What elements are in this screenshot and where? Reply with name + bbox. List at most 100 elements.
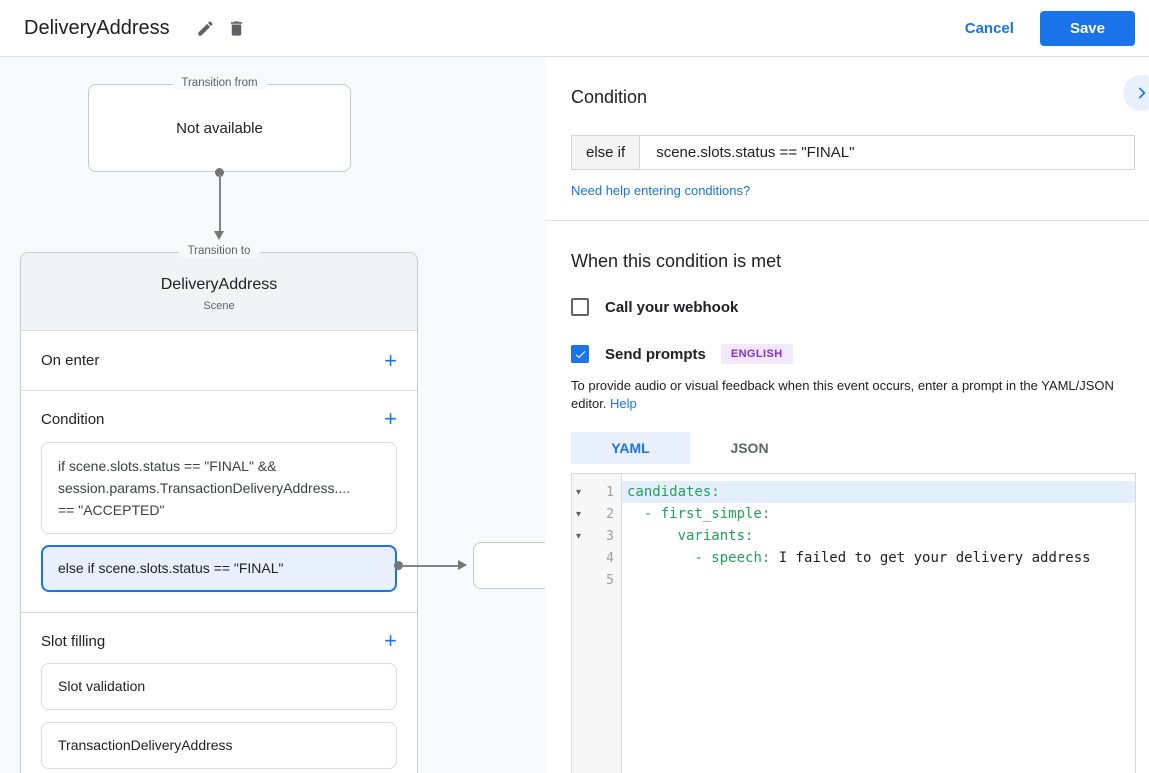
code-text[interactable]: candidates: [622, 481, 1135, 503]
send-prompts-checkbox-row[interactable]: Send prompts ENGLISH [571, 344, 1136, 364]
page-title: DeliveryAddress [24, 16, 170, 39]
tab-yaml[interactable]: YAML [571, 432, 690, 464]
gutter-cell: 4 [572, 547, 622, 569]
on-enter-section: On enter + [21, 331, 417, 391]
connector-line [219, 174, 221, 233]
condition-input[interactable] [640, 136, 1134, 169]
help-link[interactable]: Help [610, 395, 637, 411]
code-token: I failed to get your delivery address [770, 550, 1091, 566]
condition-section: Condition + if scene.slots.status == "FI… [21, 391, 417, 613]
arrow-right-icon [458, 560, 467, 570]
gutter-cell: ▾3 [572, 525, 622, 547]
panel-title: Condition [571, 87, 648, 107]
slot-filling-section: Slot filling + Slot validation Transacti… [21, 613, 417, 773]
target-node[interactable] [473, 542, 545, 589]
line-number: 1 [606, 484, 614, 500]
line-number: 5 [606, 572, 614, 588]
header-left: DeliveryAddress [24, 13, 252, 44]
line-number: 3 [606, 528, 614, 544]
code-token: - first_simple: [643, 506, 771, 522]
code-text[interactable] [622, 569, 1135, 591]
conditions-help-link[interactable]: Need help entering conditions? [571, 183, 751, 198]
add-on-enter-button[interactable]: + [384, 347, 397, 373]
description-text: To provide audio or visual feedback when… [571, 378, 1114, 411]
language-badge: ENGLISH [720, 344, 793, 364]
code-text[interactable]: variants: [622, 525, 1135, 547]
slot-filling-label: Slot filling [41, 632, 106, 650]
trash-icon [230, 20, 242, 36]
slot-filling-section-head: Slot filling + [41, 628, 397, 653]
condition-item[interactable]: if scene.slots.status == "FINAL" && sess… [41, 442, 397, 534]
condition-input-row: else if [571, 135, 1135, 170]
add-condition-button[interactable]: + [384, 406, 397, 431]
edit-button[interactable] [190, 13, 221, 44]
collapse-panel-button[interactable] [1123, 75, 1149, 111]
code-token: variants: [677, 528, 754, 544]
code-token: - speech: [694, 550, 771, 566]
code-text[interactable]: - speech: I failed to get your delivery … [622, 547, 1135, 569]
condition-label: Condition [41, 410, 105, 428]
check-icon [575, 350, 585, 358]
slot-item[interactable]: TransactionDeliveryAddress [41, 722, 397, 769]
header-actions: Cancel Save [964, 10, 1137, 46]
section-title: When this condition is met [571, 251, 782, 271]
code-text[interactable]: - first_simple: [622, 503, 1135, 525]
cancel-button[interactable]: Cancel [964, 19, 1014, 37]
code-token [627, 506, 644, 522]
fold-arrow-icon[interactable]: ▾ [576, 508, 582, 520]
code-token [627, 528, 678, 544]
scene-subtitle: Scene [203, 299, 235, 312]
scene-node: Transition to DeliveryAddress Scene On e… [20, 245, 418, 773]
tab-json[interactable]: JSON [730, 440, 769, 456]
code-line[interactable]: 5 [572, 569, 1135, 591]
condition-section-head: Condition + [41, 406, 397, 431]
condition-line: == "ACCEPTED" [58, 502, 165, 518]
editor-description: To provide audio or visual feedback when… [571, 377, 1136, 412]
webhook-checkbox[interactable] [571, 298, 589, 316]
add-slot-button[interactable]: + [384, 628, 397, 653]
gutter-cell: ▾1 [572, 481, 622, 503]
connector-dot [215, 168, 224, 177]
save-button[interactable]: Save [1039, 10, 1135, 46]
transition-to-legend: Transition to [178, 245, 260, 257]
divider [545, 220, 1149, 221]
condition-panel: Condition else if Need help entering con… [545, 57, 1149, 773]
code-line[interactable]: ▾3 variants: [572, 525, 1135, 547]
editor-tabs: YAML JSON [571, 432, 1136, 464]
code-line[interactable]: ▾2 - first_simple: [572, 503, 1135, 525]
condition-item-selected[interactable]: else if scene.slots.status == "FINAL" [41, 545, 397, 592]
code-line[interactable]: 4 - speech: I failed to get your deliver… [572, 547, 1135, 569]
fold-arrow-icon[interactable]: ▾ [576, 486, 582, 498]
webhook-label: Call your webhook [605, 298, 739, 316]
slot-item[interactable]: Slot validation [41, 663, 397, 710]
connector-line [401, 564, 459, 567]
condition-line: if scene.slots.status == "FINAL" && [58, 458, 277, 474]
transition-from-legend: Transition from [172, 77, 267, 89]
connector-dot [394, 561, 403, 570]
transition-from-node[interactable]: Transition from Not available [88, 77, 351, 172]
condition-line: else if scene.slots.status == "FINAL" [58, 560, 284, 576]
line-number: 2 [606, 506, 614, 522]
code-token: candidates: [627, 484, 720, 500]
arrow-down-icon [214, 231, 224, 240]
header: DeliveryAddress Cancel Save [0, 0, 1149, 57]
gutter-cell: ▾2 [572, 503, 622, 525]
delete-button[interactable] [221, 13, 252, 44]
gutter-cell: 5 [572, 569, 622, 591]
chevron-right-icon [1138, 87, 1146, 99]
code-token [627, 550, 694, 566]
transition-from-content: Not available [176, 119, 263, 137]
condition-prefix: else if [572, 136, 641, 169]
fold-arrow-icon[interactable]: ▾ [576, 530, 582, 542]
on-enter-label: On enter [41, 352, 100, 369]
line-number: 4 [606, 550, 614, 566]
editor-gutter [572, 474, 622, 773]
send-prompts-checkbox[interactable] [571, 345, 589, 363]
scene-header[interactable]: DeliveryAddress Scene [21, 253, 417, 331]
webhook-checkbox-row[interactable]: Call your webhook [571, 298, 1136, 316]
pencil-icon [197, 20, 213, 36]
